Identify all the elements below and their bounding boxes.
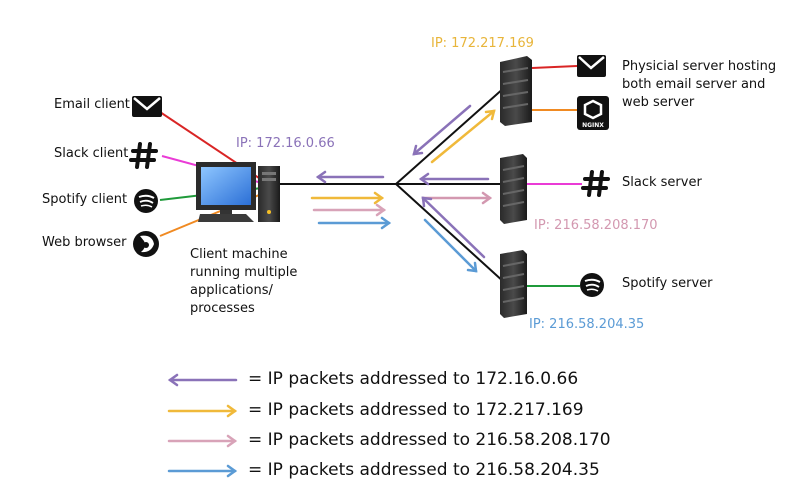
nginx-icon: NGINX [577, 96, 609, 130]
arrow-into-physical-head [484, 109, 496, 121]
legend-item-client: = IP packets addressed to 172.16.0.66 [248, 369, 579, 389]
legend-item-spotify: = IP packets addressed to 216.58.204.35 [248, 460, 600, 480]
arrow-to-client-head [315, 170, 327, 184]
client-caption-line-2: running multiple [190, 265, 298, 280]
slack-server-ip-label: IP: 216.58.208.170 [534, 218, 658, 233]
spotify-server-ip-label: IP: 216.58.204.35 [529, 317, 645, 332]
spotify-server-label: Spotify server [622, 276, 713, 291]
slack-client-label: Slack client [54, 146, 129, 161]
slack-client-icon [129, 142, 158, 169]
arrow-to-physical-head [373, 191, 385, 205]
legend-item-slack: = IP packets addressed to 216.58.208.170 [248, 430, 611, 450]
legend-arrow-client-head [167, 373, 179, 387]
packet-arrows-client [310, 170, 392, 230]
legend-arrow-physical-head [226, 404, 238, 418]
physical-server-icon [500, 56, 532, 126]
client-ip-label: IP: 172.16.0.66 [236, 136, 335, 151]
web-browser-label: Web browser [42, 235, 127, 250]
legend-item-physical: = IP packets addressed to 172.217.169 [248, 400, 584, 420]
client-caption-line-4: processes [190, 301, 255, 316]
email-client-label: Email client [54, 97, 130, 112]
arrow-from-spotify-head [421, 196, 433, 208]
arrow-to-spotify-head [380, 216, 392, 230]
link-spotify [395, 183, 506, 284]
email-client-icon [132, 96, 162, 117]
slack-server-label: Slack server [622, 175, 702, 190]
arrow-into-physical [430, 109, 496, 164]
email-server-link [531, 65, 578, 69]
arrow-from-spotify [421, 196, 486, 259]
packet-arrows-servers [412, 104, 496, 273]
arrow-into-slack-head [481, 191, 493, 205]
legend-arrow-slack-head [226, 434, 238, 448]
arrow-into-spotify [423, 218, 478, 273]
slack-server-service-icon [581, 170, 610, 197]
spotify-client-label: Spotify client [42, 192, 128, 207]
client-machine-icon [196, 162, 280, 222]
spotify-server-icon [500, 250, 527, 318]
physical-caption-line-2: both email server and [622, 77, 766, 92]
arrow-to-slack-head [375, 203, 387, 217]
arrow-into-spotify-head [466, 261, 478, 273]
arrow-from-physical-head [412, 144, 424, 156]
spotify-client-icon [134, 189, 158, 213]
web-browser-icon [133, 231, 159, 257]
client-caption-line-1: Client machine [190, 247, 288, 262]
physical-caption-line-3: web server [622, 95, 695, 110]
email-server-icon [577, 55, 606, 77]
legend-arrows [167, 373, 238, 478]
link-physical [395, 86, 506, 185]
arrow-from-slack-head [418, 172, 430, 186]
arrow-from-physical [412, 104, 472, 156]
client-machine-caption: Client machine running multiple applicat… [190, 246, 297, 318]
nginx-text: NGINX [582, 122, 604, 129]
slack-server-icon [500, 154, 527, 224]
client-caption-line-3: applications/ [190, 283, 273, 298]
legend-arrow-spotify-head [226, 464, 238, 478]
spotify-server-service-icon [580, 273, 604, 297]
physical-caption-line-1: Physicial server hosting [622, 59, 777, 74]
physical-server-caption: Physicial server hosting both email serv… [622, 58, 776, 112]
physical-server-ip-label: IP: 172.217.169 [431, 36, 534, 51]
